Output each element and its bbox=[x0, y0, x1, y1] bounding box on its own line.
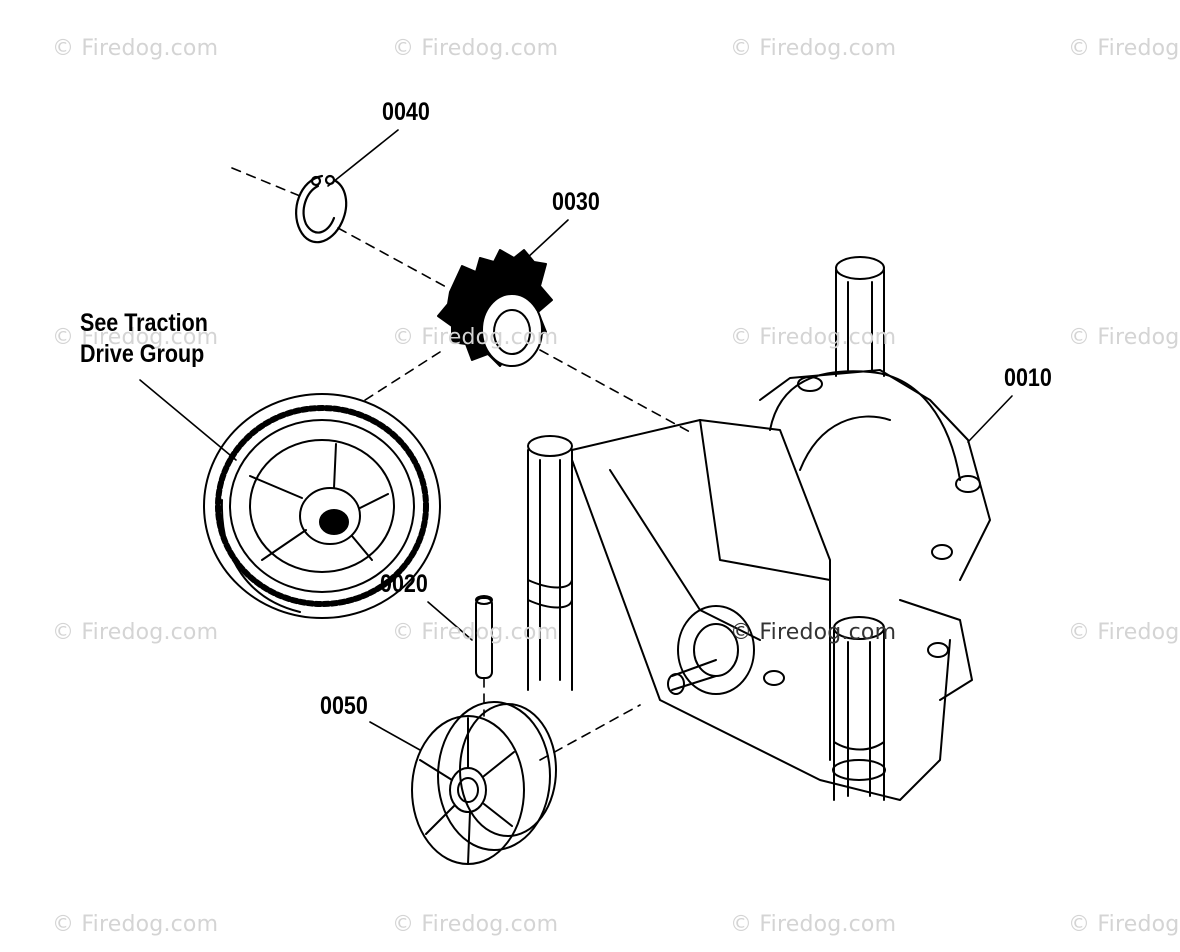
watermark-text: © Firedog.com bbox=[52, 620, 219, 645]
watermark-text: © Firedog.com bbox=[1068, 36, 1180, 61]
reference-note: See Traction Drive Group bbox=[80, 308, 208, 370]
watermark-text: © Firedog.com bbox=[1068, 912, 1180, 937]
part-callout-0020: 0020 bbox=[380, 570, 428, 598]
watermark-text: © Firedog.com bbox=[730, 620, 897, 645]
part-callout-0010: 0010 bbox=[1004, 364, 1052, 392]
traction-drive-gear bbox=[203, 393, 441, 619]
watermark-text: © Firedog.com bbox=[392, 36, 559, 61]
retaining-ring-0040 bbox=[295, 174, 348, 244]
watermark-text: © Firedog.com bbox=[52, 325, 219, 350]
watermark-text: © Firedog.com bbox=[730, 912, 897, 937]
reference-note-line-1: See Traction bbox=[80, 309, 208, 337]
watermark-text: © Firedog.com bbox=[730, 36, 897, 61]
watermark-text: © Firedog.com bbox=[392, 912, 559, 937]
pulley-0050 bbox=[411, 701, 557, 865]
watermark-text: © Firedog.com bbox=[730, 325, 897, 350]
part-callout-0050: 0050 bbox=[320, 692, 368, 720]
watermark-text: © Firedog.com bbox=[392, 620, 559, 645]
roll-pin-0020 bbox=[475, 595, 493, 679]
assembly-axis-lines bbox=[231, 167, 691, 761]
watermark-text: © Firedog.com bbox=[1068, 325, 1180, 350]
part-callout-0030: 0030 bbox=[552, 188, 600, 216]
watermark-text: © Firedog.com bbox=[52, 912, 219, 937]
leader-lines bbox=[139, 129, 1013, 751]
transaxle-housing-0010 bbox=[527, 256, 991, 801]
pinion-gear-0030 bbox=[437, 249, 553, 367]
watermark-text: © Firedog.com bbox=[1068, 620, 1180, 645]
reference-note-line-2: Drive Group bbox=[80, 340, 205, 368]
part-callout-0040: 0040 bbox=[382, 98, 430, 126]
watermark-text: © Firedog.com bbox=[52, 36, 219, 61]
watermark-text: © Firedog.com bbox=[392, 325, 559, 350]
